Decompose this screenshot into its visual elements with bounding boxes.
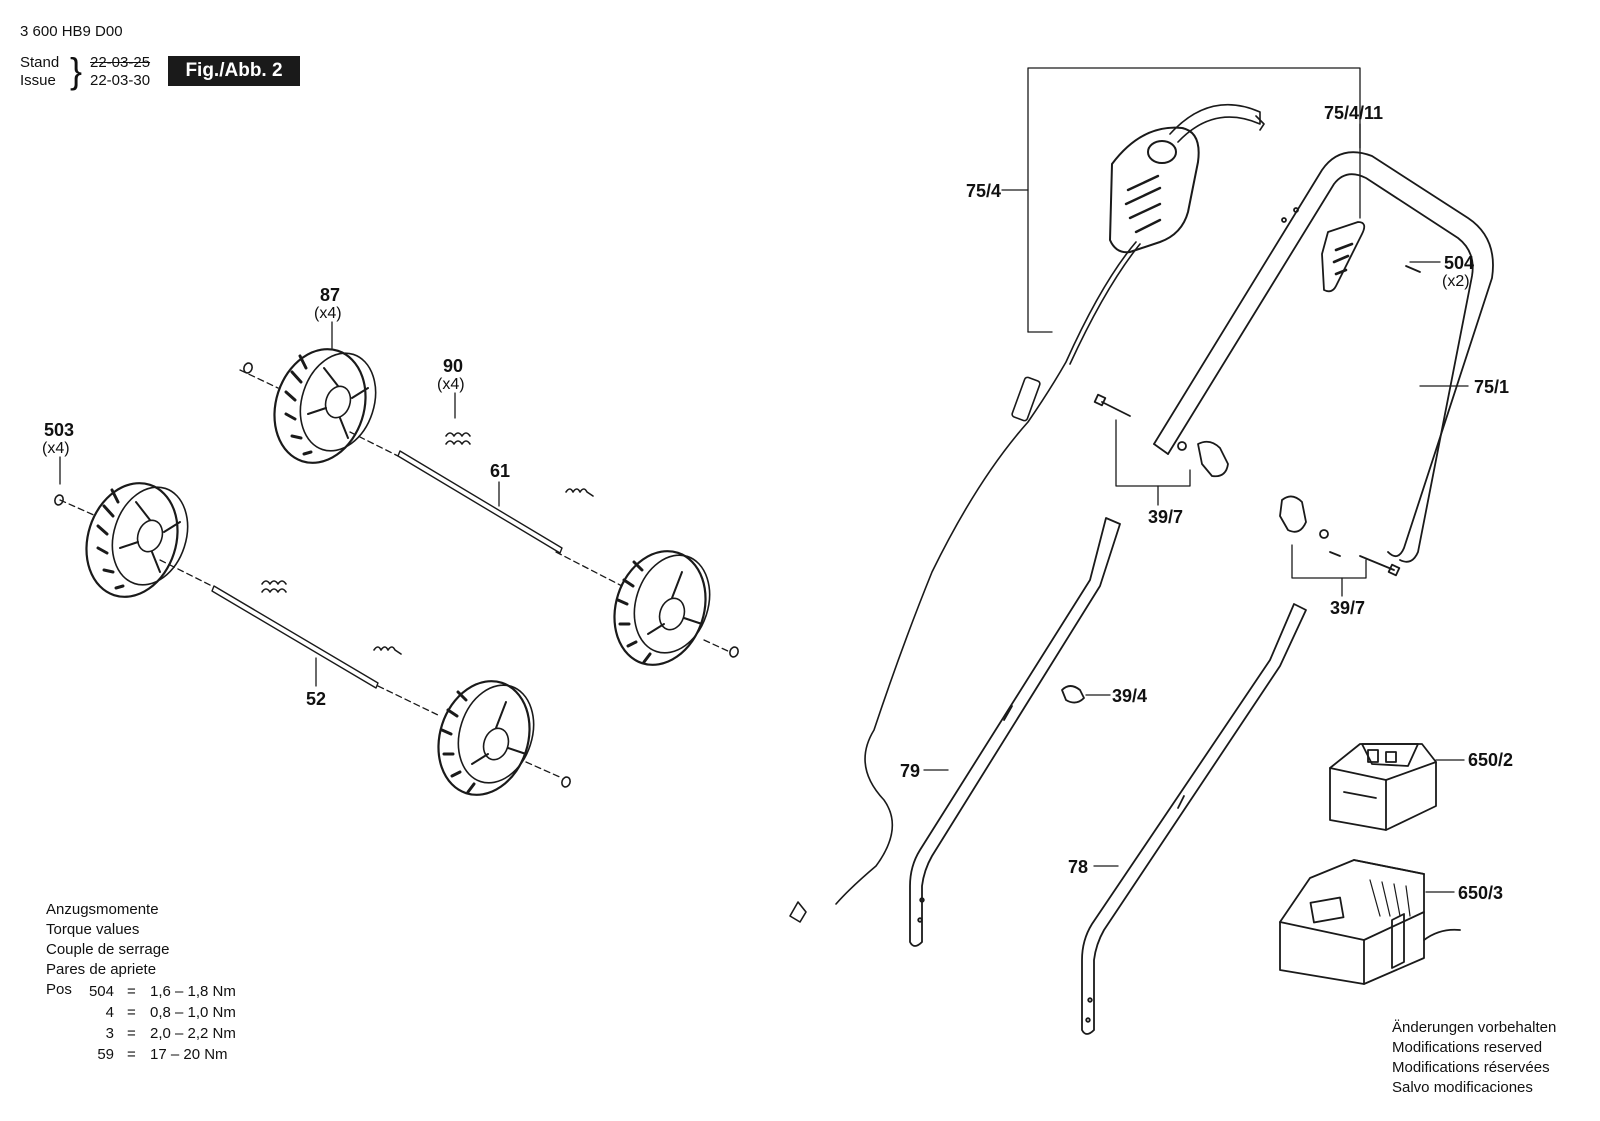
document-number: 3 600 HB9 D00 [20,23,123,40]
lower-handle-79 [909,517,1121,947]
torque-eq: = [127,1004,136,1021]
part-label-39-7-left: 39/7 [1148,507,1184,527]
part-label-650-3: 650/3 [1458,883,1504,903]
part-label-504: 504 [1444,253,1475,273]
torque-pos: 3 [105,1025,114,1042]
issue-label: Issue [20,72,56,89]
torque-title-de: Anzugsmomente [46,901,159,918]
part-label-52: 52 [306,689,327,709]
notice-fr: Modifications réservées [1392,1059,1550,1076]
wheel-front-right [437,680,535,796]
part-label-61: 61 [490,461,511,481]
charger-650-3 [1279,859,1461,985]
torque-eq: = [127,1025,136,1042]
part-label-79: 79 [900,761,921,781]
throttle-lever-75-4-11 [1321,221,1421,293]
wheel-rear-left [273,348,377,464]
torque-pos-label: Pos [46,981,72,998]
brace-icon: } [70,50,83,91]
part-qty-87: (x4) [314,305,342,322]
switch-box-75-4 [1109,103,1265,254]
springs [261,432,594,655]
torque-pos: 4 [105,1004,114,1021]
part-label-75-1: 75/1 [1474,377,1510,397]
part-qty-90: (x4) [437,376,465,393]
torque-value: 2,0 – 2,2 Nm [150,1025,236,1042]
stand-date: 22-03-25 [90,54,151,71]
part-label-503: 503 [44,420,75,440]
torque-eq: = [127,983,136,1000]
part-qty-503: (x4) [42,440,70,457]
battery-650-2 [1329,743,1437,831]
torque-value: 17 – 20 Nm [150,1046,228,1063]
part-label-87: 87 [320,285,341,305]
torque-pos: 59 [97,1046,114,1063]
part-qty-504: (x2) [1442,273,1470,290]
wheel-front-left [85,482,189,598]
torque-title-fr: Couple de serrage [46,941,170,958]
upper-handle-75-1 [1153,151,1494,563]
part-label-650-2: 650/2 [1468,750,1514,770]
lower-handle-78 [1081,603,1307,1035]
issue-date: 22-03-30 [90,72,151,89]
leader-lines [59,67,1469,893]
clip-39-4 [1061,685,1085,704]
washers [54,362,739,788]
torque-title-en: Torque values [46,921,140,938]
axles [211,450,563,689]
knob-39-7-left [1093,393,1229,478]
power-cord [789,241,1141,923]
part-label-39-4: 39/4 [1112,686,1148,706]
torque-value: 0,8 – 1,0 Nm [150,1004,236,1021]
notice-es: Salvo modificaciones [1392,1079,1533,1096]
part-label-39-7-right: 39/7 [1330,598,1366,618]
torque-pos: 504 [88,983,114,1000]
torque-value: 1,6 – 1,8 Nm [150,983,236,1000]
wheel-rear-right [613,550,711,666]
part-label-90: 90 [443,356,464,376]
part-label-75-4: 75/4 [966,181,1002,201]
part-label-75-4-11: 75/4/11 [1324,103,1384,123]
figure-badge: Fig./Abb. 2 [168,56,300,86]
stand-label: Stand [20,54,60,71]
part-label-78: 78 [1068,857,1089,877]
notice-de: Änderungen vorbehalten [1392,1019,1557,1036]
torque-title-es: Pares de apriete [46,961,157,978]
notice-en: Modifications reserved [1392,1039,1543,1056]
torque-eq: = [127,1046,136,1063]
knob-39-7-right [1279,495,1401,577]
